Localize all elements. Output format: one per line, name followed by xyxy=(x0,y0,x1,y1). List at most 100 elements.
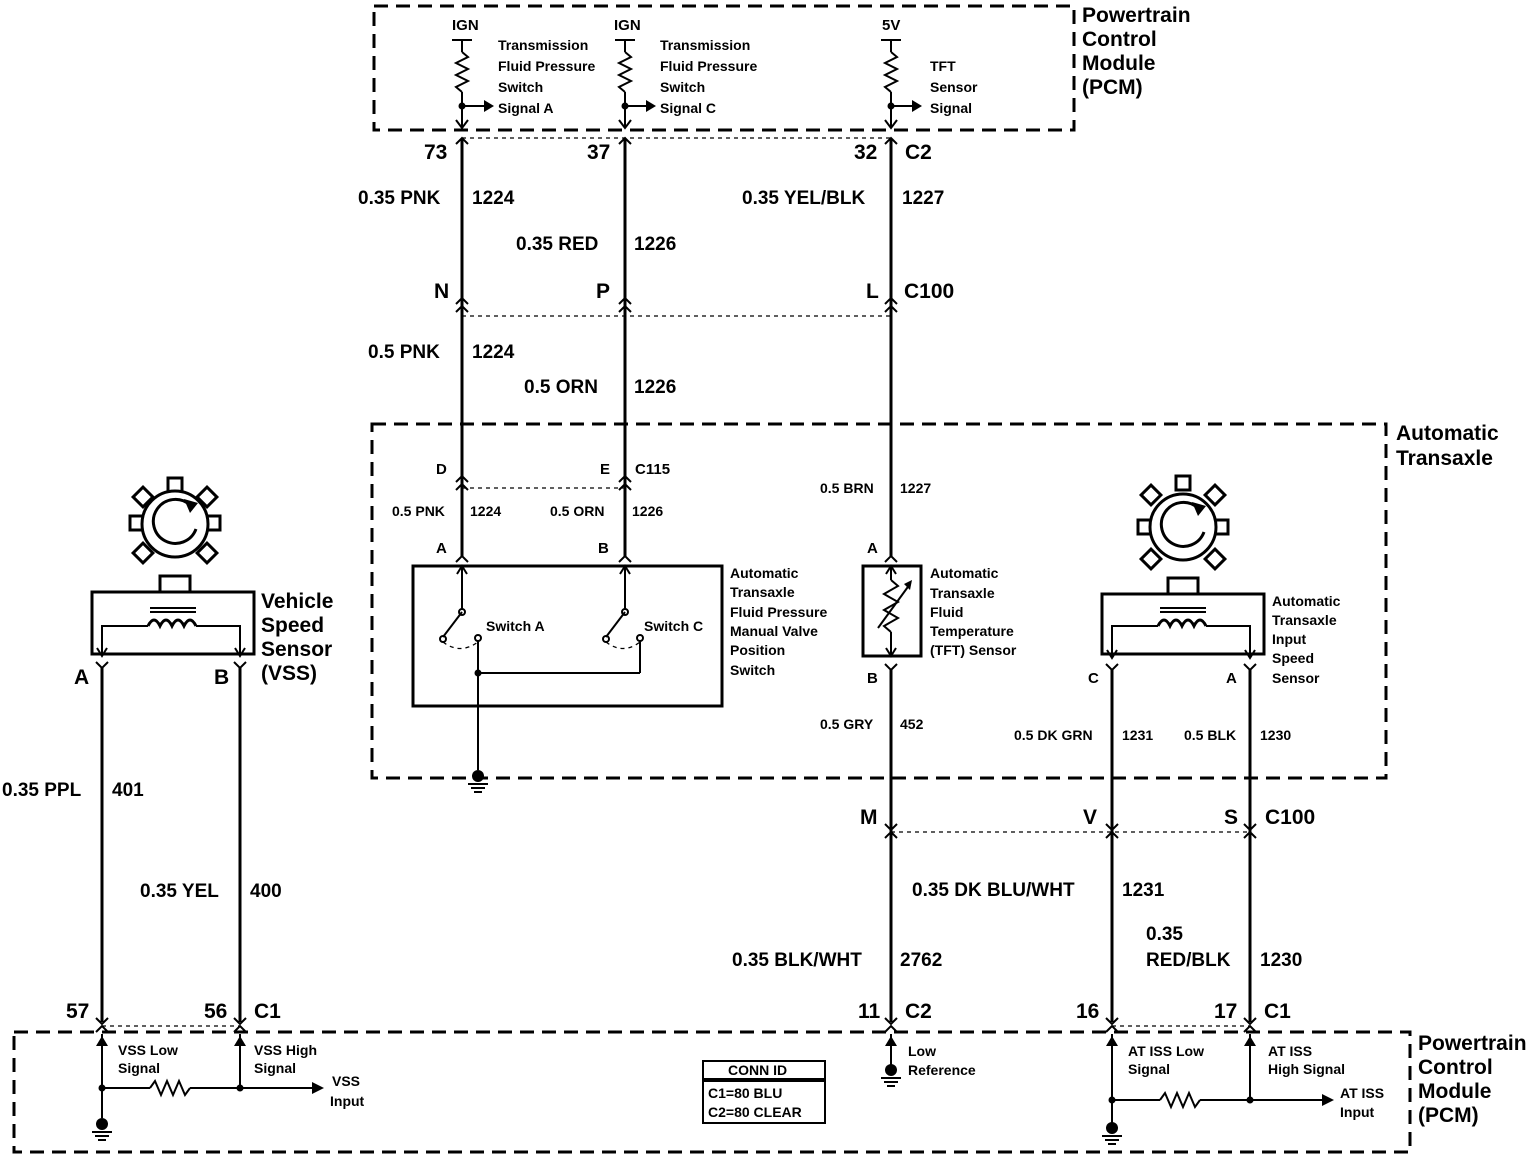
svg-text:Powertrain: Powertrain xyxy=(1418,1032,1527,1055)
svg-text:(PCM): (PCM) xyxy=(1082,76,1143,99)
svg-text:High Signal: High Signal xyxy=(1268,1061,1345,1077)
svg-text:VSS: VSS xyxy=(332,1073,360,1089)
vss-pin-a: A xyxy=(74,666,89,689)
wire-label-035-ppl: 0.35 PPL xyxy=(2,780,82,801)
iss-input-label: AT ISS Input xyxy=(1340,1085,1384,1120)
circuit-1224-mid: 1224 xyxy=(472,342,515,363)
svg-text:Fluid Pressure: Fluid Pressure xyxy=(730,604,827,620)
circuit-400: 400 xyxy=(250,881,282,902)
circuit-1230-lower: 1230 xyxy=(1260,950,1302,971)
circuit-401: 401 xyxy=(112,780,144,801)
pcm-tft-circuit xyxy=(881,39,922,130)
svg-text:(VSS): (VSS) xyxy=(261,662,317,685)
circuit-1224-inner: 1224 xyxy=(470,503,501,519)
svg-text:Temperature: Temperature xyxy=(930,623,1014,639)
svg-text:Manual Valve: Manual Valve xyxy=(730,623,818,639)
pressure-switch-ground xyxy=(468,770,488,793)
connector-c2-bottom: C2 xyxy=(905,1000,932,1023)
svg-text:Transmission: Transmission xyxy=(498,37,588,53)
pin-73: 73 xyxy=(424,141,447,164)
circuit-1227-upper: 1227 xyxy=(902,188,944,209)
pin-17: 17 xyxy=(1214,1000,1237,1023)
pcm-top-boundary xyxy=(372,4,1076,132)
iss-label: Automatic Transaxle Input Speed Sensor xyxy=(1272,593,1341,686)
iss-pin-c: C xyxy=(1088,670,1099,687)
vss-high-signal-label: VSS High Signal xyxy=(254,1042,317,1076)
svg-text:Switch: Switch xyxy=(660,79,705,95)
wire-label-05-orn: 0.5 ORN xyxy=(524,377,598,398)
switch-c-symbol xyxy=(478,564,644,674)
svg-text:Speed: Speed xyxy=(261,614,324,637)
vss-input-label: VSS Input xyxy=(330,1073,365,1109)
connector-c1-left: C1 xyxy=(254,1000,281,1023)
switch-a-symbol xyxy=(439,564,482,770)
tft-pin-b: B xyxy=(867,670,878,687)
svg-text:Automatic: Automatic xyxy=(1272,593,1341,609)
iss-body xyxy=(1100,592,1266,656)
tft-pin-a: A xyxy=(867,540,878,557)
svg-text:Sensor: Sensor xyxy=(1272,670,1320,686)
svg-text:Automatic: Automatic xyxy=(730,565,799,581)
svg-text:Reference: Reference xyxy=(908,1062,976,1078)
tft-terminal-b xyxy=(884,663,898,672)
circuit-1231-inner: 1231 xyxy=(1122,727,1153,743)
svg-text:Input: Input xyxy=(1340,1104,1375,1120)
pressure-switch-terminals xyxy=(455,554,632,563)
wire-label-inner-pnk: 0.5 PNK xyxy=(392,503,445,519)
circuit-1226-inner: 1226 xyxy=(632,503,663,519)
vss-reluctor-icon xyxy=(128,476,222,594)
tft-terminal-a xyxy=(884,554,898,563)
svg-text:Fluid: Fluid xyxy=(930,604,963,620)
svg-text:(TFT) Sensor: (TFT) Sensor xyxy=(930,642,1017,658)
pcm-low-reference-circuit xyxy=(881,1034,901,1087)
wire-label-05-pnk: 0.5 PNK xyxy=(368,342,440,363)
svg-text:Fluid Pressure: Fluid Pressure xyxy=(498,58,595,74)
svg-text:Switch: Switch xyxy=(498,79,543,95)
vss-coil xyxy=(96,607,246,658)
c100-top-connector xyxy=(455,296,898,317)
tft-supply: 5V xyxy=(882,17,900,34)
wire-label-035-blkwht: 0.35 BLK/WHT xyxy=(732,950,862,971)
wire-label-035-redblk-2: RED/BLK xyxy=(1146,950,1231,971)
connector-c115: C115 xyxy=(635,461,670,478)
svg-text:Speed: Speed xyxy=(1272,650,1314,666)
c100-pin-s: S xyxy=(1224,806,1238,829)
svg-text:Control: Control xyxy=(1418,1056,1493,1079)
c100-pin-l: L xyxy=(866,280,879,303)
circuit-1226-upper: 1226 xyxy=(634,234,676,255)
svg-text:Module: Module xyxy=(1082,52,1156,75)
pin-16: 16 xyxy=(1076,1000,1099,1023)
circuit-1224-upper: 1224 xyxy=(472,188,515,209)
vss-low-signal-label: VSS Low Signal xyxy=(118,1042,178,1076)
svg-text:Control: Control xyxy=(1082,28,1157,51)
wire-label-05-dkgrn: 0.5 DK GRN xyxy=(1014,727,1093,743)
pressure-switch-pin-b: B xyxy=(598,540,609,557)
iss-pin-a: A xyxy=(1226,670,1237,687)
switch-c-label: Switch C xyxy=(644,618,703,634)
svg-text:Position: Position xyxy=(730,642,785,658)
svg-text:Module: Module xyxy=(1418,1080,1492,1103)
svg-text:(PCM): (PCM) xyxy=(1418,1104,1479,1127)
svg-text:Switch: Switch xyxy=(730,662,775,678)
svg-text:Input: Input xyxy=(1272,631,1307,647)
signal-c-supply: IGN xyxy=(614,17,641,34)
svg-text:Powertrain: Powertrain xyxy=(1082,4,1191,27)
svg-text:AT ISS: AT ISS xyxy=(1340,1085,1384,1101)
svg-text:Signal C: Signal C xyxy=(660,100,716,116)
signal-c-label: Transmission Fluid Pressure Switch Signa… xyxy=(660,37,757,116)
svg-text:Fluid Pressure: Fluid Pressure xyxy=(660,58,757,74)
wire-label-035-dkbluwht: 0.35 DK BLU/WHT xyxy=(912,880,1075,901)
pcm-top-title: Powertrain Control Module (PCM) xyxy=(1082,4,1191,99)
c100-bottom-connector xyxy=(884,823,1257,839)
circuit-1230-inner: 1230 xyxy=(1260,727,1291,743)
wire-label-inner-brn: 0.5 BRN xyxy=(820,480,874,496)
pcm-signal-a-circuit xyxy=(452,39,494,130)
transaxle-boundary xyxy=(370,422,1388,780)
c115-connector xyxy=(455,474,632,491)
switch-a-label: Switch A xyxy=(486,618,545,634)
wire-label-inner-orn: 0.5 ORN xyxy=(550,503,604,519)
circuit-2762: 2762 xyxy=(900,950,942,971)
circuit-1231-lower: 1231 xyxy=(1122,880,1165,901)
